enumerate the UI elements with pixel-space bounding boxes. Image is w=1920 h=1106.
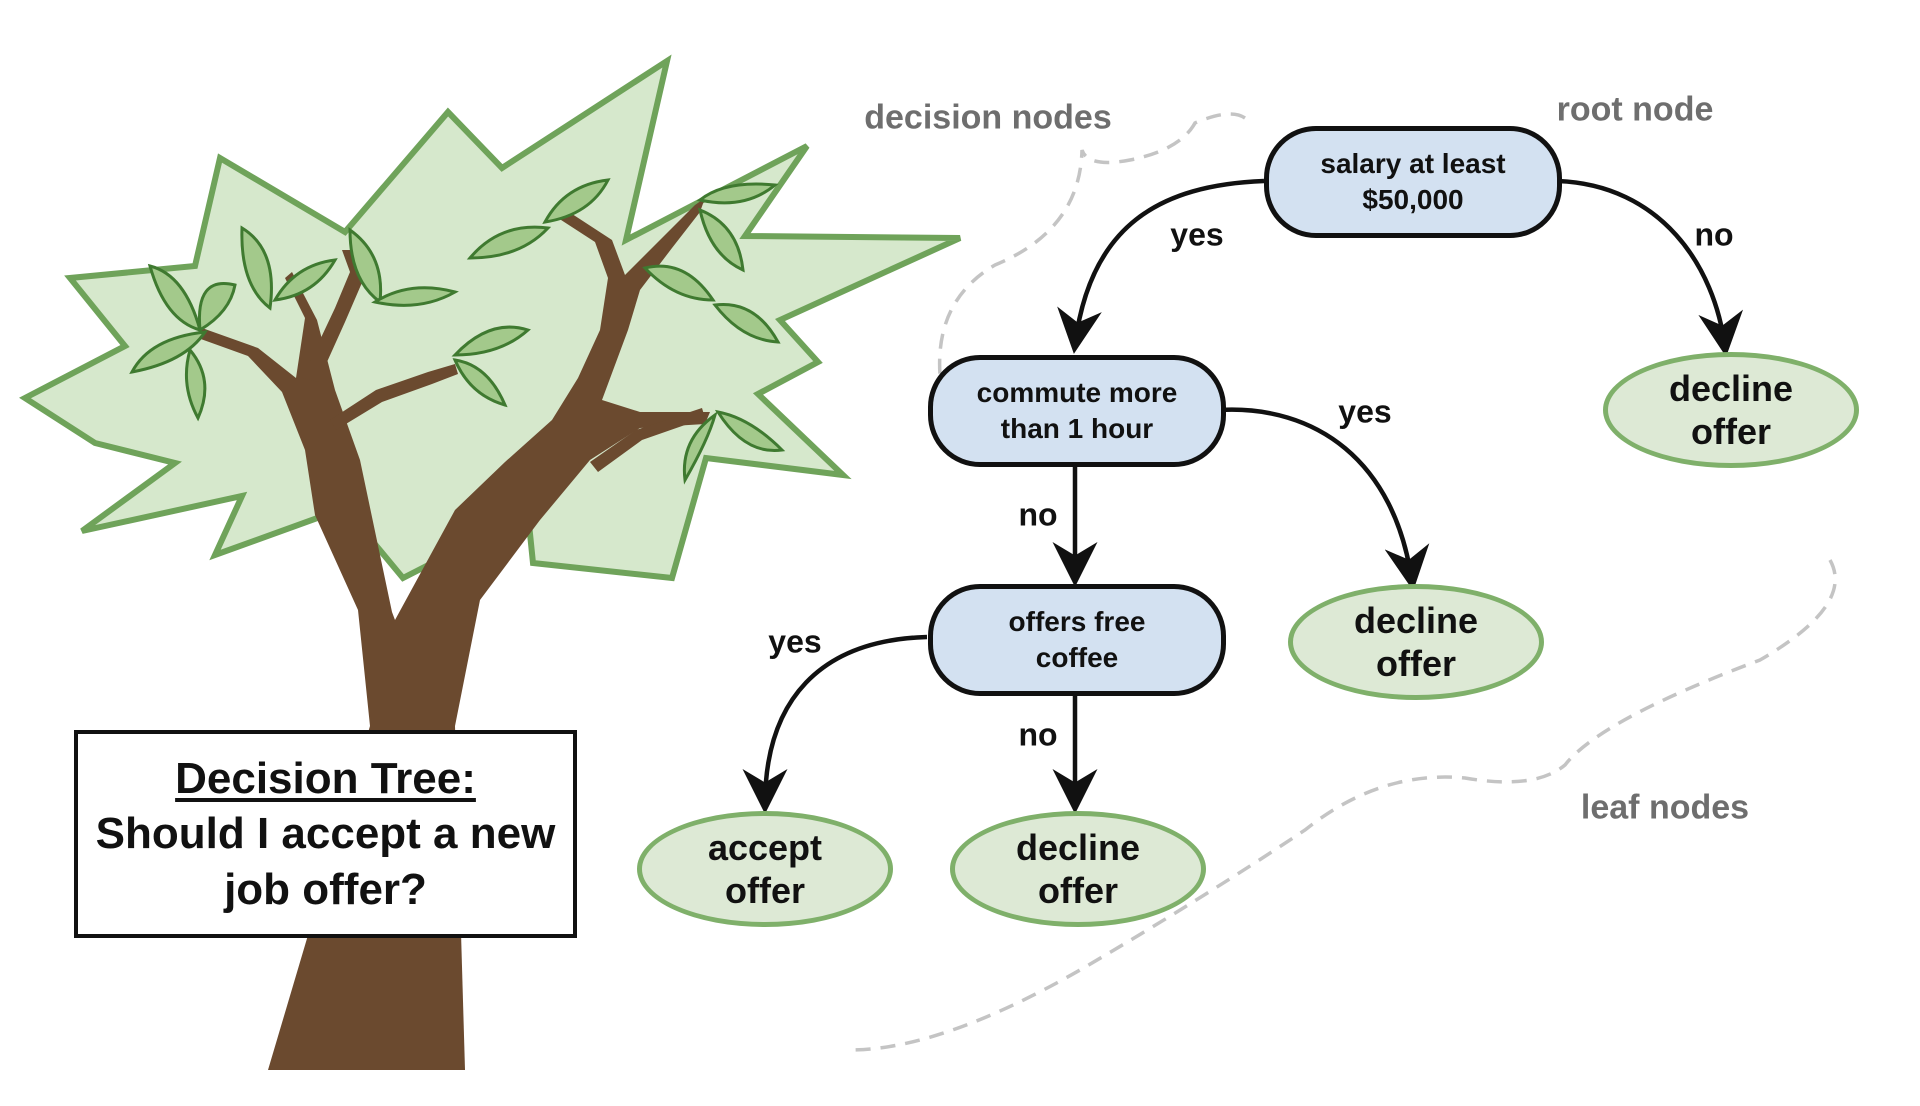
title-question: Should I accept a new job offer? — [95, 809, 556, 914]
bracket-leaf-nodes — [849, 559, 1837, 1052]
title-heading: Decision Tree: — [175, 753, 476, 803]
decision-node-commute: commute more than 1 hour — [928, 355, 1226, 467]
edge-label-root-no: no — [1694, 216, 1734, 253]
edge-commute-yes — [1219, 407, 1430, 591]
root-node: salary at least $50,000 — [1264, 126, 1562, 238]
decision-node-coffee: offers free coffee — [928, 584, 1226, 696]
edge-label-coffee-yes: yes — [768, 623, 822, 660]
edge-coffee-yes — [742, 634, 928, 814]
edge-label-commute-no: no — [1018, 496, 1058, 533]
leaf-node-decline-commute: decline offer — [1288, 584, 1544, 700]
edge-label-root-yes: yes — [1170, 216, 1224, 253]
leaf-node-decline-root: decline offer — [1603, 352, 1859, 468]
tree-leaves — [129, 178, 786, 485]
edge-root-yes — [1057, 178, 1265, 354]
annotation-decision-nodes: decision nodes — [864, 98, 1112, 137]
annotation-root-node: root node — [1556, 90, 1714, 129]
leaf-node-decline-coffee: decline offer — [950, 811, 1206, 927]
edge-label-commute-yes: yes — [1338, 393, 1392, 430]
bracket-decision-nodes — [937, 112, 1246, 376]
annotation-leaf-nodes: leaf nodes — [1580, 788, 1750, 827]
leaf-node-accept: accept offer — [637, 811, 893, 927]
edge-label-coffee-no: no — [1018, 716, 1058, 753]
title-box: Decision Tree: Should I accept a new job… — [74, 730, 577, 938]
edge-root-no — [1557, 178, 1744, 357]
